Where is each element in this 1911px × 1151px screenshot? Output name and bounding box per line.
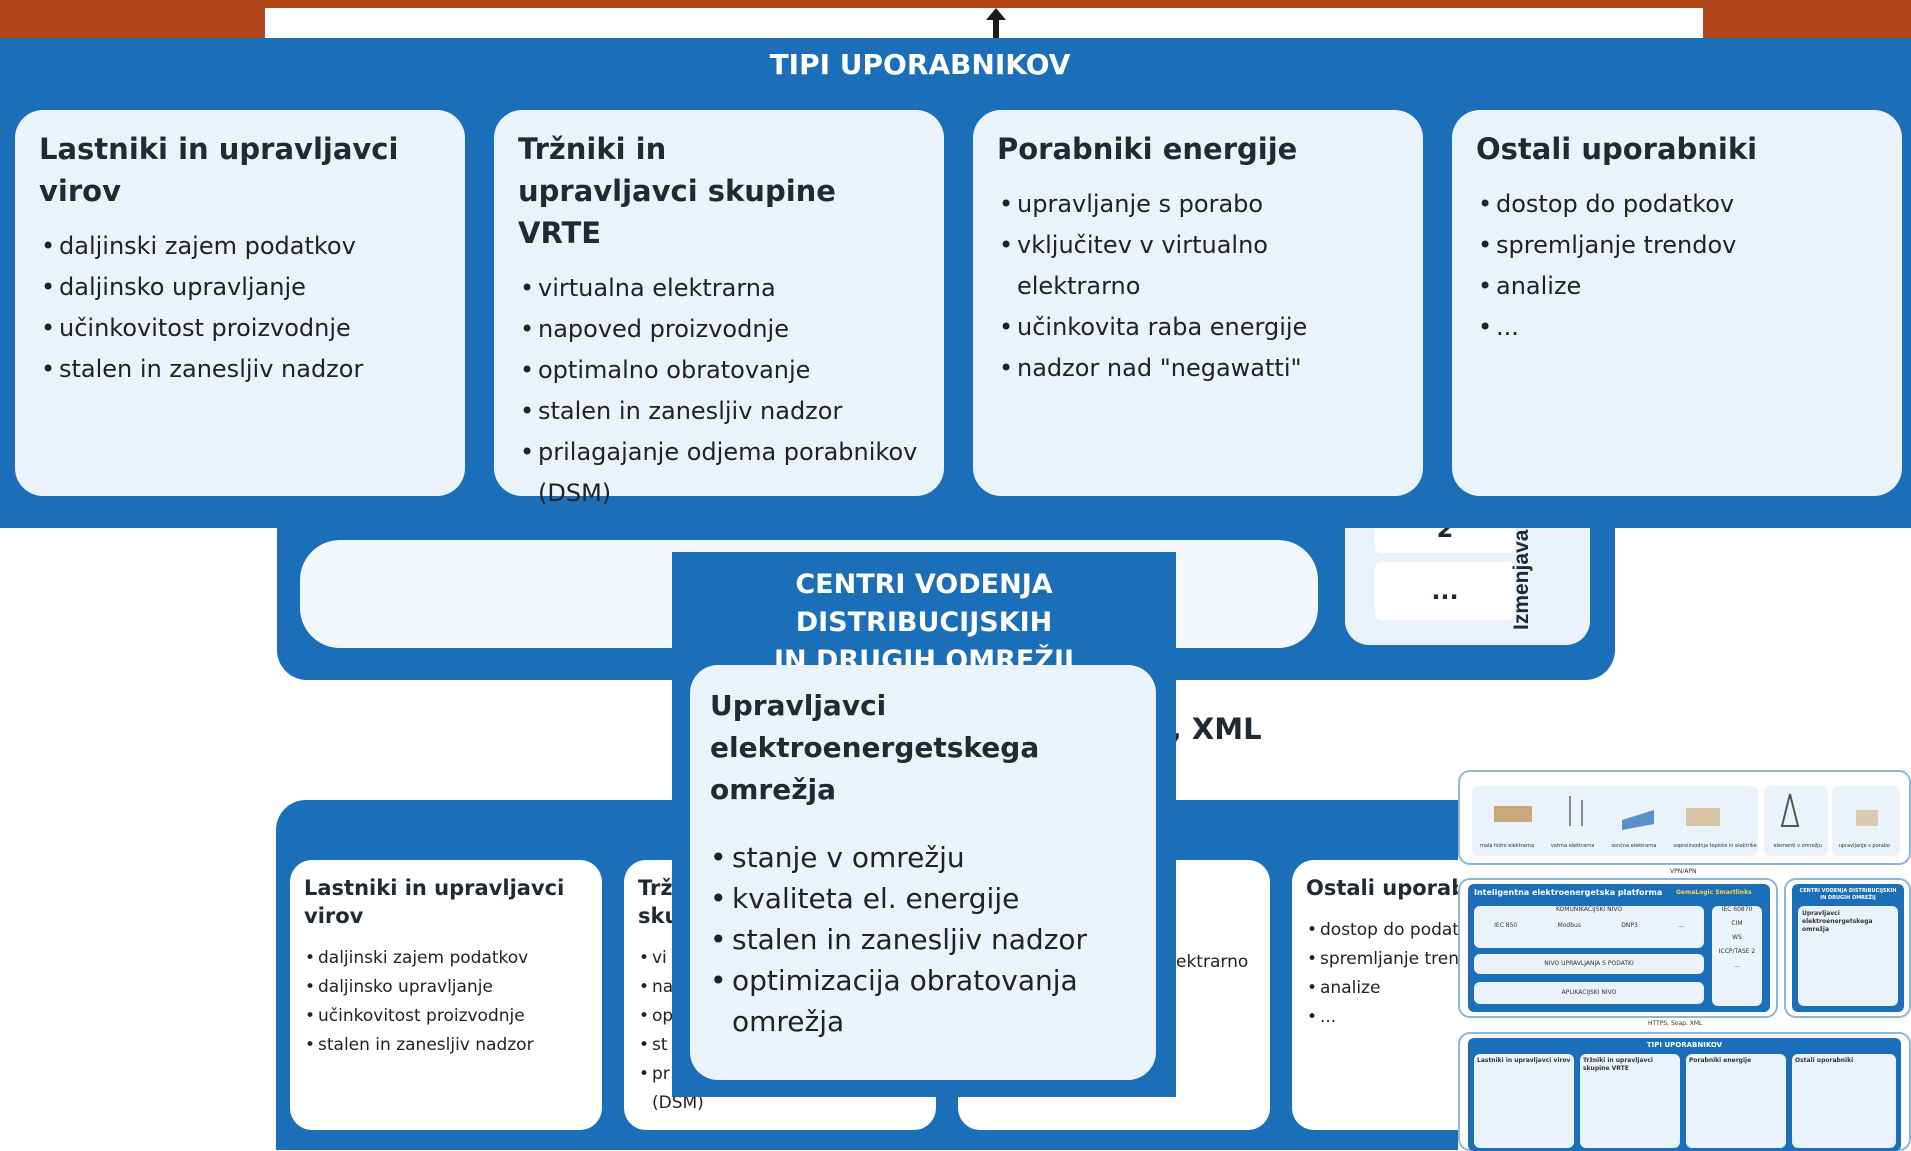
list-item: analize (1478, 266, 1878, 307)
thumb-label: elementi v omrežju (1773, 843, 1822, 849)
up-arrow-icon (986, 8, 1006, 40)
list-item: analize (1307, 974, 1590, 1003)
thumb-source-icons (1494, 793, 1878, 830)
list-item: dostop do podatk (1307, 916, 1590, 945)
thumb-centri-card: Upravljavci elektroenergetskega omrežja (1798, 906, 1898, 1006)
card-title: Lastniki in upravljavci virov (304, 876, 565, 928)
thumb-label: KOMUNIKACIJSKI NIVO (1555, 906, 1623, 913)
list-item: spremljanje trend (1307, 945, 1590, 974)
list-item: stalen in zanesljiv nadzor (305, 1031, 588, 1060)
list-item: virtualna elektrarna (520, 268, 920, 309)
list-item: daljinski zajem podatkov (305, 944, 588, 973)
thumb-label: ICCP/TASE 2 (1718, 948, 1756, 955)
card-others: Ostali uporabniki dostop do podatkov spr… (1452, 110, 1902, 496)
thumb-tipi-title: TIPI UPORABNIKOV (1646, 1041, 1723, 1049)
list-item: stalen in zanesljiv nadzor (41, 349, 441, 390)
thumb-user-card: Tržniki in upravljavci skupine VRTE (1580, 1054, 1680, 1148)
exchange-text: Izmenjava (1510, 529, 1533, 630)
thumb-vpn: VPN/APN (1670, 868, 1697, 875)
thumb-label: WS (1732, 934, 1742, 941)
thumb-label: ... (1734, 962, 1740, 969)
list-item: učinkovita raba energije (999, 307, 1399, 348)
card-title: Lastniki in upravljavci virov (39, 132, 399, 208)
thumb-brand: GemaLogic Smartlinks (1676, 889, 1752, 896)
thumb-label: soproizvodnja toplote in elektrike (1673, 843, 1757, 849)
list-item: optimizacija obratovanja omrežja (710, 960, 1092, 1042)
list-item: vključitev v virtualno elektrarno (999, 225, 1399, 307)
thumb-label: mala hidro elektrarna (1480, 843, 1535, 849)
list-item: daljinsko upravljanje (41, 267, 441, 308)
list-item: dostop do podatkov (1478, 184, 1878, 225)
thumb-label: upravljanje s porabo (1838, 843, 1890, 849)
thumb-label: CIM (1731, 920, 1743, 927)
card-title: Tržniki in upravljavci skupine VRTE (518, 132, 836, 250)
list-item: st (639, 1031, 922, 1060)
list-item: spremljanje trendov (1478, 225, 1878, 266)
list-item: pr (DSM) (639, 1060, 704, 1118)
list-item: na (639, 973, 922, 1002)
thumb-user-card: Ostali uporabniki (1792, 1054, 1896, 1148)
exchange-label: Izmenjava (1510, 529, 1533, 630)
list-item: op (639, 1002, 922, 1031)
card-grid-operators: Upravljavci elektroenergetskega omrežja … (690, 665, 1156, 1080)
thumb-label: vetrna elektrarna (1550, 843, 1595, 849)
thumb-label: ... (1678, 922, 1684, 929)
card-owners: Lastniki in upravljavci virov daljinski … (15, 110, 465, 496)
list-item: stalen in zanesljiv nadzor (520, 391, 920, 432)
list-item: vi (639, 944, 922, 973)
list-item: ektrarno (1176, 952, 1249, 972)
thumb-source-labels: mala hidro elektrarna vetrna elektrarna … (1480, 842, 1890, 850)
thumb-label: sončna elektrarna (1611, 843, 1657, 849)
title-line: CENTRI VODENJA DISTRIBUCIJSKIH (795, 569, 1053, 638)
thumb-https: HTTPS, Soap, XML (1648, 1020, 1703, 1027)
list-item: učinkovitost proizvodnje (41, 308, 441, 349)
list-item: stalen in zanesljiv nadzor (710, 919, 1130, 960)
thumb-data-level: NIVO UPRAVLJANJA S PODATKI (1474, 954, 1704, 974)
list-item: optimalno obratovanje (520, 350, 920, 391)
thumb-user-card: Porabniki energije (1686, 1054, 1786, 1148)
bottom-card-owners: Lastniki in upravljavci virov daljinski … (290, 860, 602, 1130)
thumb-centri-title: CENTRI VODENJA DISTRIBUCIJSKIH IN DRUGIH… (1799, 888, 1897, 901)
list-item: kvaliteta el. energije (710, 878, 1130, 919)
card-title: Porabniki energije (997, 132, 1298, 166)
card-traders: Tržniki in upravljavci skupine VRTE virt… (494, 110, 944, 507)
user-types-title: TIPI UPORABNIKOV (769, 48, 1071, 81)
thumb-label: DNP3 (1621, 922, 1638, 929)
list-item: napoved proizvodnje (520, 309, 920, 350)
control-centers-title: CENTRI VODENJA DISTRIBUCIJSKIH IN DRUGIH… (672, 566, 1176, 680)
list-item: ... (1307, 1003, 1590, 1032)
list-item: upravljanje s porabo (999, 184, 1399, 225)
list-item: prilagajanje odjema porabnikov (DSM) (520, 432, 918, 514)
card-consumers: Porabniki energije upravljanje s porabo … (973, 110, 1423, 496)
thumb-side-protocols: IEC 60870 CIM WS ICCP/TASE 2 ... (1712, 906, 1762, 1006)
list-item: ... (1478, 307, 1878, 348)
list-item: nadzor nad "negawatti" (999, 348, 1399, 389)
list-item: daljinski zajem podatkov (41, 226, 441, 267)
thumb-comm-level: KOMUNIKACIJSKI NIVO IEC 850 Modbus DNP3 … (1474, 906, 1704, 948)
protocol-box-more: ... (1375, 562, 1515, 620)
card-title: Ostali uporabni (1306, 876, 1489, 900)
diagram-thumbnail: mala hidro elektrarna vetrna elektrarna … (1458, 770, 1911, 1151)
card-title: Upravljavci elektroenergetskega omrežja (710, 689, 1040, 806)
thumb-label: Modbus (1557, 922, 1581, 929)
thumb-app-level: APLIKACIJSKI NIVO (1474, 982, 1704, 1004)
thumb-label: IEC 850 (1494, 922, 1518, 929)
card-title: Ostali uporabniki (1476, 132, 1758, 166)
list-item: daljinsko upravljanje (305, 973, 588, 1002)
thumb-label: IEC 60870 (1721, 906, 1753, 913)
list-item: učinkovitost proizvodnje (305, 1002, 588, 1031)
thumb-platform-title: Inteligentna elektroenergetska platforma (1474, 888, 1663, 897)
list-item: stanje v omrežju (710, 837, 1130, 878)
thumb-user-card: Lastniki in upravljavci virov (1474, 1054, 1574, 1148)
